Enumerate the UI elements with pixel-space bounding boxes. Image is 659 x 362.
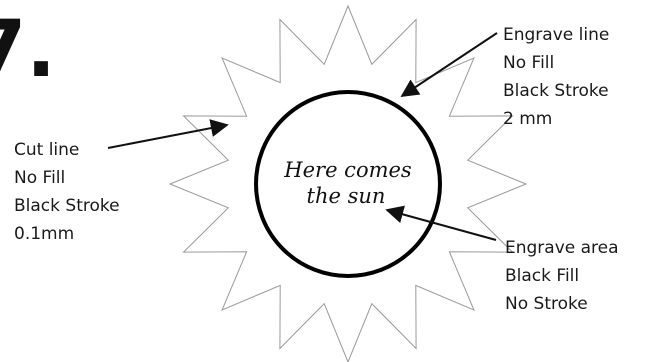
cut-line-arrow xyxy=(107,119,229,149)
center-text-line-1: Here comes xyxy=(283,158,412,182)
step-number-glyph: 7. xyxy=(0,5,56,95)
sun-cut-line xyxy=(168,4,528,362)
cut-line-label-2: No Fill xyxy=(14,168,65,188)
engrave-area-label-1: Engrave area xyxy=(505,238,619,258)
engrave-line-label-2: No Fill xyxy=(503,53,554,73)
center-text-line-2: the sun xyxy=(307,184,386,208)
engrave-line-label-4: 2 mm xyxy=(503,109,552,129)
engrave-circle xyxy=(254,90,442,278)
cut-line-label-3: Black Stroke xyxy=(14,196,120,216)
cut-line-label-4: 0.1mm xyxy=(14,224,74,244)
engrave-line-label-1: Engrave line xyxy=(503,25,609,45)
engrave-area-label-3: No Stroke xyxy=(505,294,588,314)
cut-line-label-1: Cut line xyxy=(14,140,79,160)
engrave-line-arrow xyxy=(400,32,498,97)
engrave-area-label-2: Black Fill xyxy=(505,266,579,286)
engrave-area-arrow xyxy=(385,205,497,241)
engrave-line-label-3: Black Stroke xyxy=(503,81,609,101)
